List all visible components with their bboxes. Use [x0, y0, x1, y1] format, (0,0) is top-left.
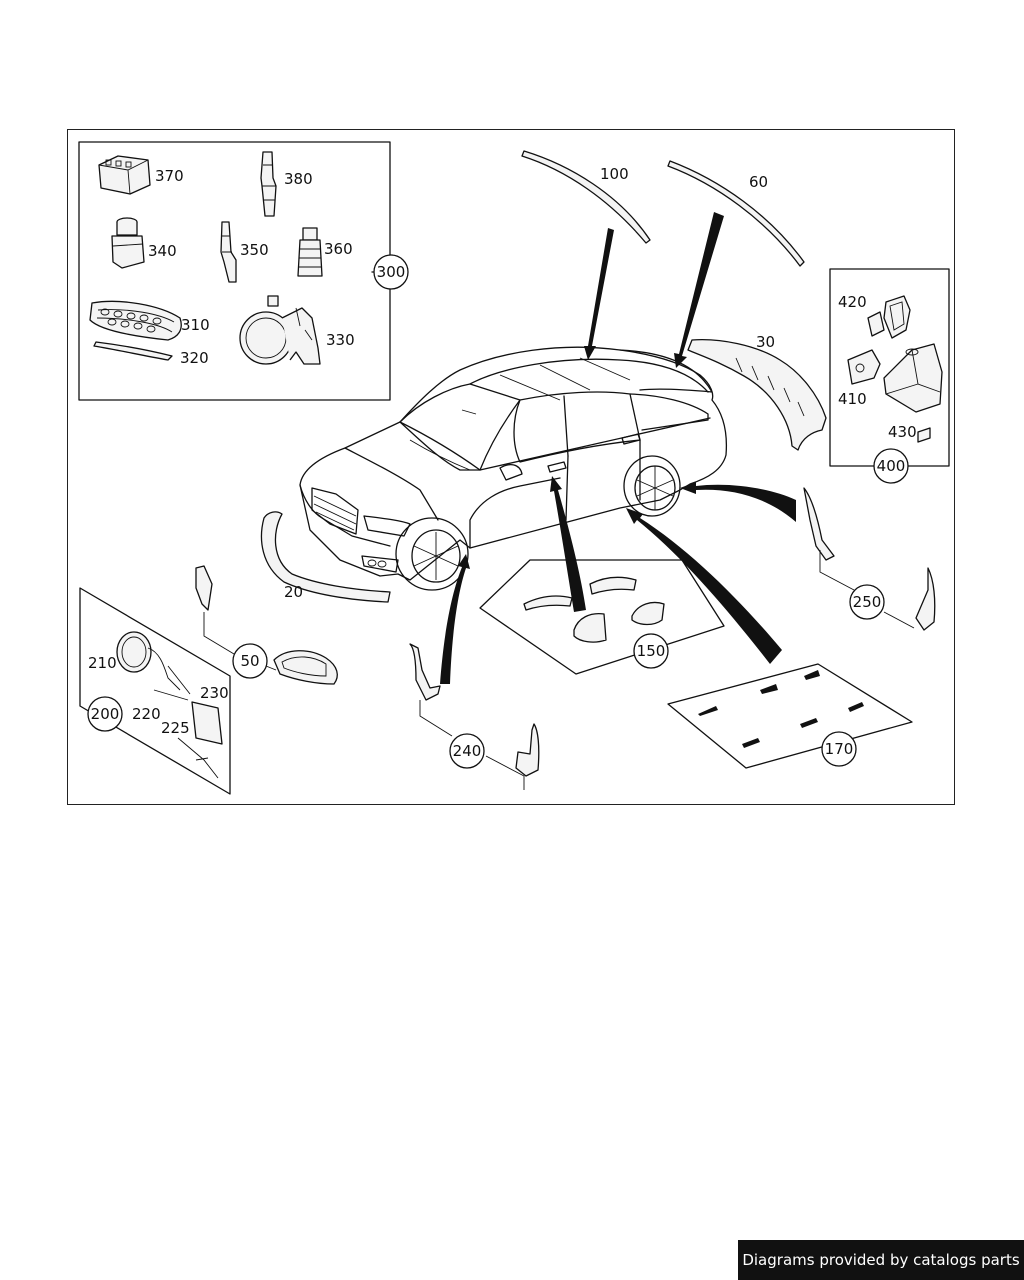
part-420-icon: [867, 295, 911, 339]
part-150-icon: [523, 576, 665, 643]
label-380: 380: [284, 170, 313, 188]
part-170-icon: [698, 670, 864, 748]
svg-text:240: 240: [453, 742, 482, 760]
tail-lamp-icon: [883, 343, 943, 413]
part-210-icon: [116, 631, 181, 691]
inset-170-plate: [667, 663, 913, 769]
callout-300: 300: [373, 254, 409, 290]
part-310-icon: [89, 300, 182, 341]
svg-text:150: 150: [637, 642, 666, 660]
label-60: 60: [749, 173, 768, 191]
callout-170: 170: [821, 731, 857, 767]
part-20-icon: [260, 511, 391, 603]
callout-250: 250: [849, 584, 885, 620]
inset-150-group: [479, 559, 725, 675]
label-230: 230: [200, 684, 229, 702]
callout-150: 150: [633, 633, 669, 669]
part-240-icon: [409, 643, 540, 790]
part-225-icon: [177, 737, 219, 779]
svg-text:400: 400: [877, 457, 906, 475]
label-20: 20: [284, 583, 303, 601]
inset-400-group: [829, 268, 950, 467]
callout-240: 240: [449, 733, 485, 769]
label-220: 220: [132, 705, 161, 723]
part-320-icon: [93, 341, 173, 361]
part-220-icon: [153, 665, 191, 701]
car-body: [299, 346, 728, 591]
label-320: 320: [180, 349, 209, 367]
footer-banner: Diagrams provided by catalogs parts: [738, 1240, 1024, 1280]
callout-50: 50: [232, 643, 268, 679]
svg-text:300: 300: [377, 263, 406, 281]
part-250-icon: [803, 487, 936, 631]
inset-200-group: [79, 587, 231, 795]
svg-text:170: 170: [825, 740, 854, 758]
part-50-icon: [195, 565, 338, 685]
label-210: 210: [88, 654, 117, 672]
label-310: 310: [181, 316, 210, 334]
part-430-icon: [917, 427, 931, 443]
callout-400: 400: [873, 448, 909, 484]
label-370: 370: [155, 167, 184, 185]
label-30: 30: [756, 333, 775, 351]
label-420: 420: [838, 293, 867, 311]
inset-200-plate: [79, 587, 231, 795]
svg-text:50: 50: [240, 652, 259, 670]
part-30-icon: [687, 339, 827, 451]
part-380-icon: [260, 151, 277, 217]
inset-300-group: [78, 141, 391, 401]
part-60-icon: [667, 160, 805, 267]
part-340-icon: [111, 217, 145, 269]
label-350: 350: [240, 241, 269, 259]
svg-text:200: 200: [91, 705, 120, 723]
part-330-icon: [239, 295, 321, 365]
label-225: 225: [161, 719, 190, 737]
part-370-icon: [98, 155, 151, 195]
label-360: 360: [324, 240, 353, 258]
label-330: 330: [326, 331, 355, 349]
diagram-frame: [67, 129, 955, 805]
part-410-icon: [847, 349, 881, 385]
pointer-arrows: [440, 212, 796, 684]
part-360-icon: [297, 227, 323, 277]
inset-170-group: [667, 663, 913, 769]
label-410: 410: [838, 390, 867, 408]
label-100: 100: [600, 165, 629, 183]
svg-text:250: 250: [853, 593, 882, 611]
part-230-icon: [191, 701, 223, 745]
part-100-icon: [521, 150, 651, 244]
callout-200: 200: [87, 696, 123, 732]
label-430: 430: [888, 423, 917, 441]
part-350-icon: [220, 221, 237, 283]
label-340: 340: [148, 242, 177, 260]
